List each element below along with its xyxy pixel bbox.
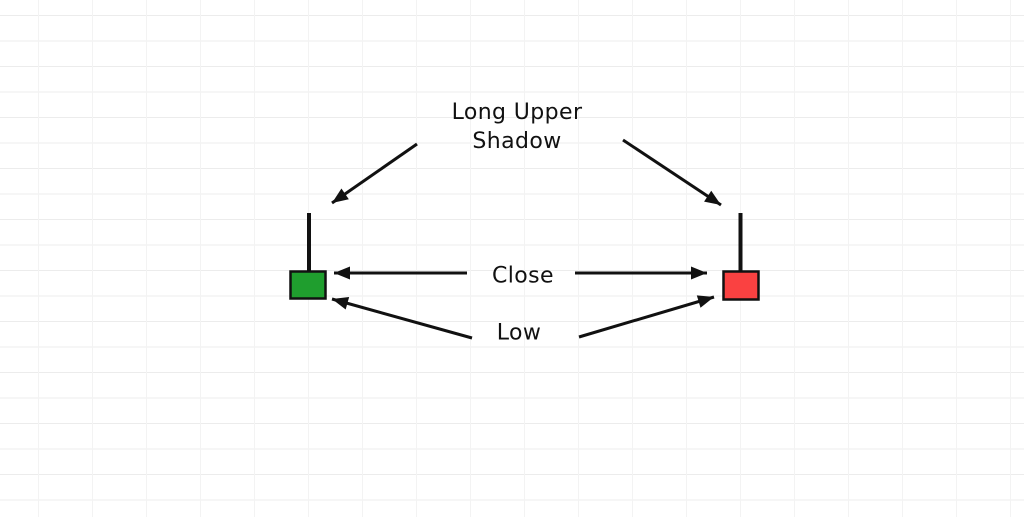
long-upper-shadow-label-line2: Shadow — [472, 129, 562, 154]
red-candle-body — [722, 270, 760, 301]
arrow-upper-shadow-to-green-wick — [331, 142, 418, 205]
close-label: Close — [492, 263, 554, 289]
arrow-low-to-green-body — [331, 297, 473, 340]
long-upper-shadow-label: Long Upper Shadow — [452, 98, 583, 156]
arrow-low-to-red-body — [578, 295, 715, 339]
arrow-upper-shadow-to-red-wick — [622, 138, 722, 207]
long-upper-shadow-label-line1: Long Upper — [451, 100, 583, 125]
low-label: Low — [496, 320, 542, 346]
green-candle-body — [289, 270, 327, 300]
